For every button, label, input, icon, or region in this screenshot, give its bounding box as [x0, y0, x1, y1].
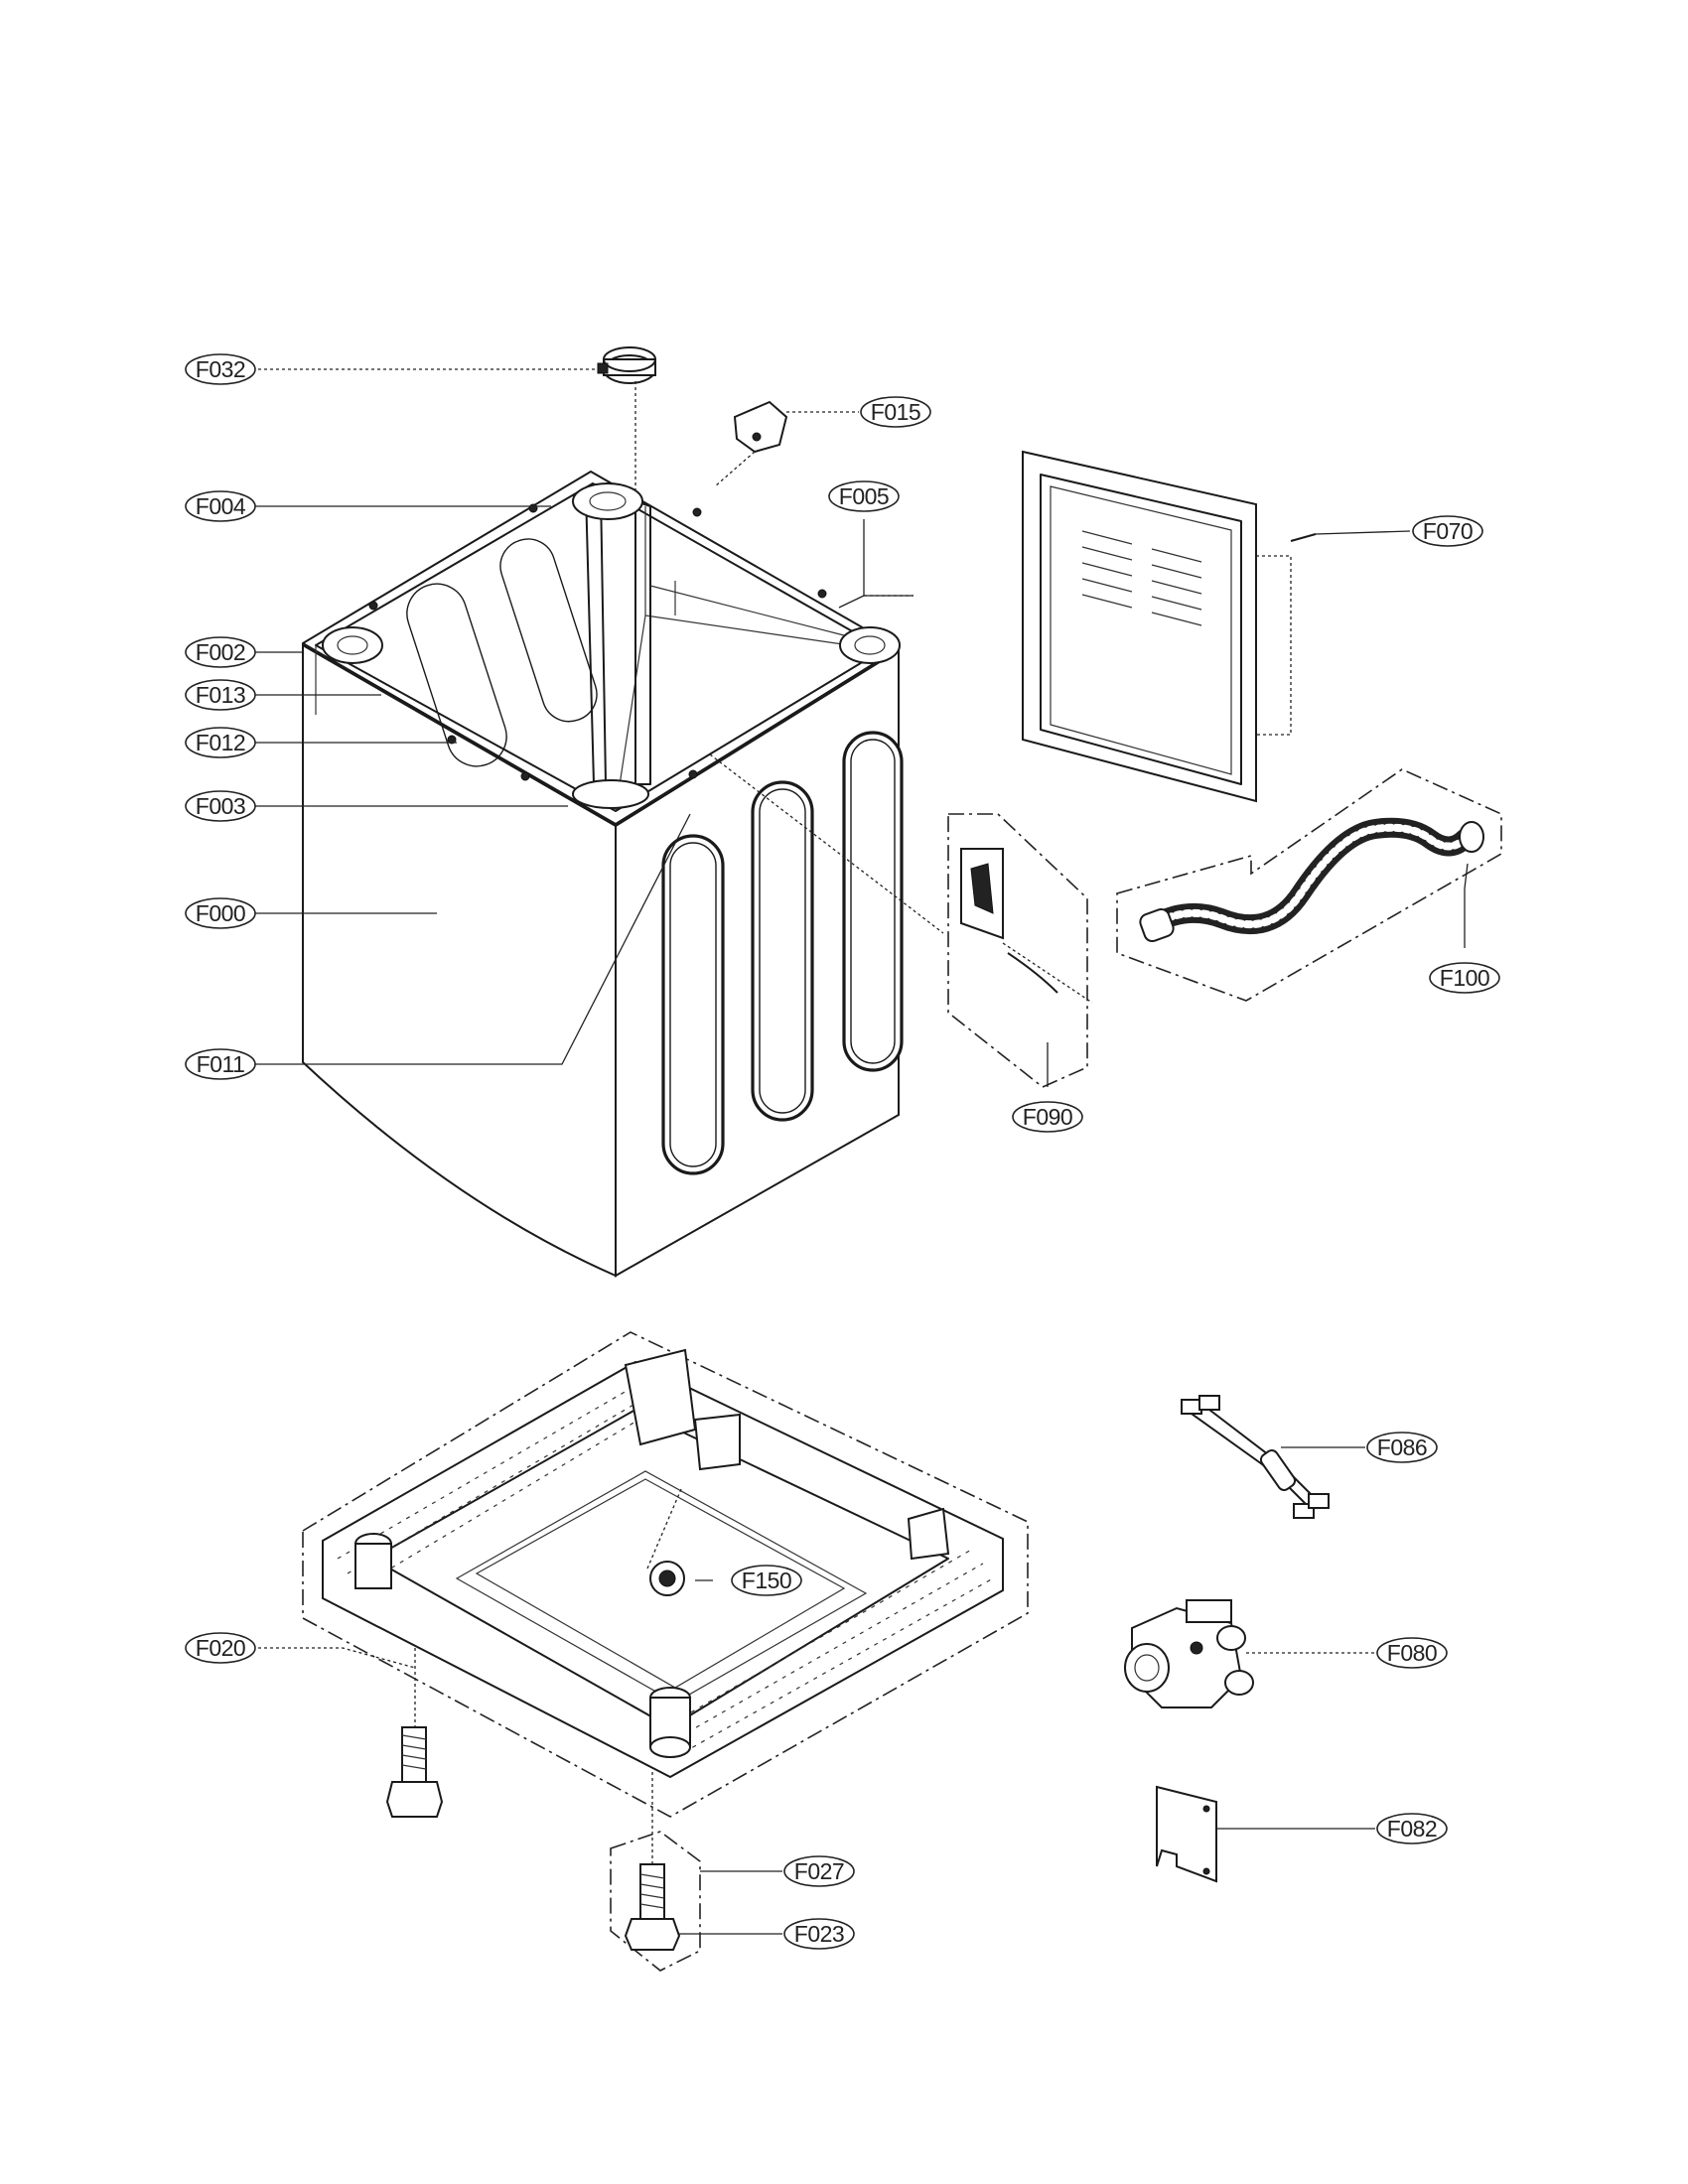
callout-f013: F013 [185, 679, 256, 711]
callout-label-f012: F012 [196, 730, 245, 755]
callout-f002: F002 [185, 636, 256, 668]
callout-f080: F080 [1376, 1637, 1448, 1669]
callout-label-f027: F027 [794, 1858, 844, 1884]
callout-label-f005: F005 [839, 483, 889, 509]
callout-label-f023: F023 [794, 1921, 844, 1947]
callout-f082: F082 [1376, 1813, 1448, 1844]
callout-f015: F015 [860, 396, 931, 428]
callout-f000: F000 [185, 897, 256, 929]
callout-label-f003: F003 [196, 793, 245, 819]
callout-f070: F070 [1412, 515, 1483, 547]
callout-label-f150: F150 [742, 1568, 791, 1593]
knob-part [646, 1488, 685, 1596]
rear-panel-part [1022, 450, 1317, 803]
callout-f023: F023 [783, 1918, 855, 1950]
callout-label-f080: F080 [1387, 1640, 1437, 1666]
callout-label-f013: F013 [196, 682, 245, 708]
drain-hose-part [1116, 768, 1502, 1002]
callout-f086: F086 [1366, 1432, 1438, 1463]
callout-label-f015: F015 [871, 399, 920, 425]
drain-pump-part [1124, 1599, 1254, 1708]
callout-f011: F011 [185, 1048, 256, 1080]
cabinet-part [302, 471, 904, 1278]
leader-lines [252, 368, 1469, 1935]
callout-label-f002: F002 [196, 639, 245, 665]
adjustable-foot-part [610, 1772, 701, 1972]
callout-f003: F003 [185, 790, 256, 822]
callout-label-f100: F100 [1440, 965, 1489, 991]
callout-f032: F032 [185, 353, 256, 385]
bracket-part [714, 400, 788, 487]
callout-f027: F027 [783, 1855, 855, 1887]
callout-label-f011: F011 [197, 1051, 245, 1077]
callout-label-f000: F000 [196, 900, 245, 926]
wire-harness-part [1181, 1395, 1330, 1519]
callout-label-f082: F082 [1387, 1816, 1437, 1842]
callout-label-f032: F032 [196, 356, 245, 382]
callout-f090: F090 [1012, 1101, 1083, 1133]
leveling-leg-part [385, 1648, 444, 1818]
callout-f100: F100 [1429, 962, 1500, 994]
drain-clip-part [709, 753, 1093, 1088]
clamp-part [597, 346, 656, 491]
callout-f004: F004 [185, 490, 256, 522]
callout-label-f086: F086 [1377, 1434, 1427, 1460]
callout-f150: F150 [731, 1565, 802, 1596]
callout-label-f090: F090 [1023, 1104, 1072, 1130]
callout-label-f070: F070 [1423, 518, 1473, 544]
callout-f012: F012 [185, 727, 256, 758]
callout-label-f020: F020 [196, 1635, 245, 1661]
callout-f020: F020 [185, 1632, 256, 1664]
callout-f005: F005 [828, 480, 900, 512]
callout-label-f004: F004 [196, 493, 246, 519]
cover-plate-part [1156, 1785, 1217, 1883]
